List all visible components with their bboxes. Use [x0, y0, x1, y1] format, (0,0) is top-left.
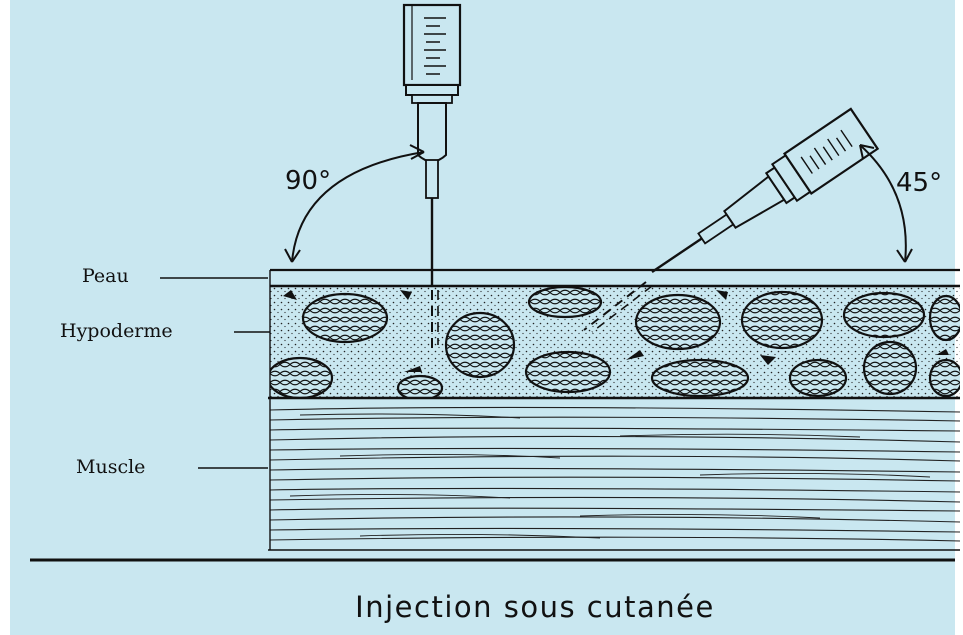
- muscle-layer: [268, 398, 960, 550]
- diagram-caption: Injection sous cutanée: [190, 590, 880, 624]
- hypodermis-layer: [268, 286, 962, 400]
- skin-layer: [270, 270, 960, 286]
- angle-label-45: 45°: [896, 168, 942, 198]
- leader-lines: [160, 278, 270, 468]
- skin-label: Peau: [82, 265, 129, 287]
- angle-arc-90: [285, 145, 424, 262]
- muscle-label: Muscle: [76, 456, 145, 478]
- hypodermis-label: Hypoderme: [60, 320, 173, 342]
- angle-arc-45: [860, 145, 912, 262]
- angle-label-90: 90°: [285, 166, 331, 196]
